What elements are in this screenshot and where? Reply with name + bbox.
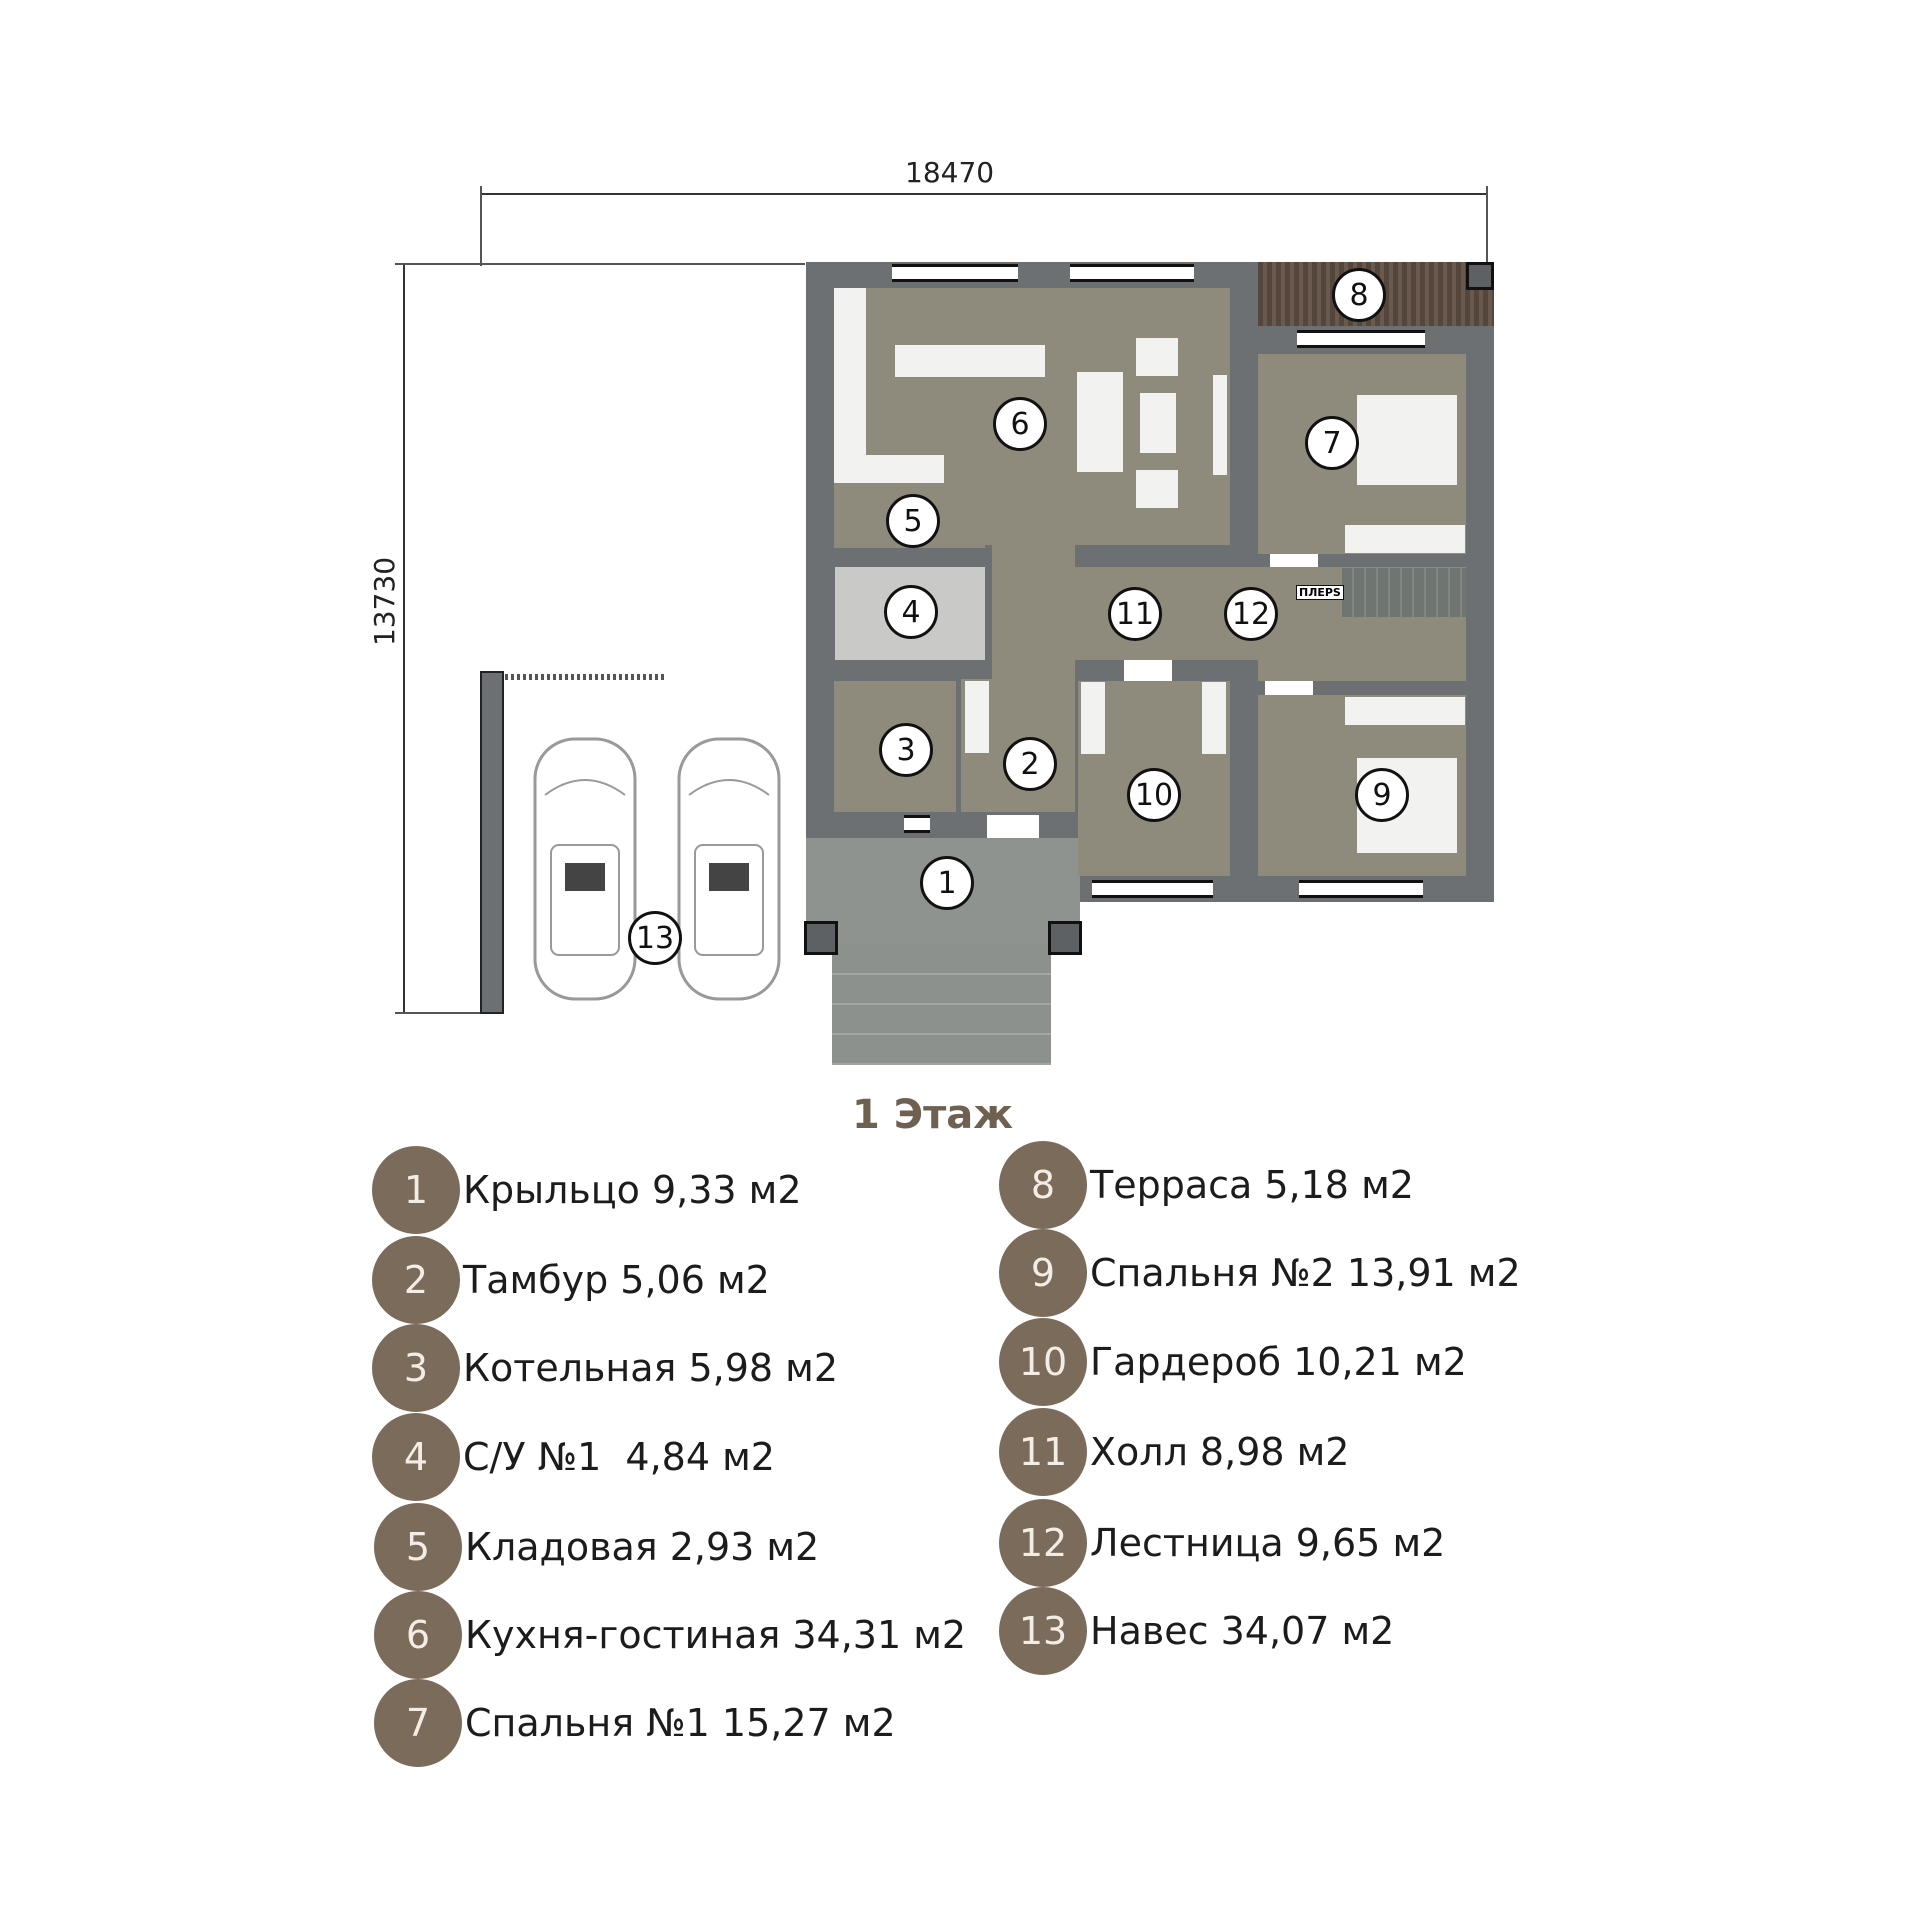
room-number-13: 13 [628,911,682,965]
legend-label: Гардероб 10,21 м2 [1090,1340,1467,1384]
coffee-table [1140,393,1176,453]
stairs [1342,568,1466,617]
legend-label: Холл 8,98 м2 [1090,1430,1350,1474]
sofa [1077,372,1123,472]
legend-label: Терраса 5,18 м2 [1090,1163,1414,1207]
legend-label: Лестница 9,65 м2 [1090,1521,1446,1565]
wardrobe [1081,682,1105,754]
legend-label: Крыльцо 9,33 м2 [463,1168,802,1212]
room-number-9: 9 [1355,768,1409,822]
dimension-tick [395,1012,495,1014]
room-number-10: 10 [1127,768,1181,822]
legend-number: 4 [372,1413,460,1501]
room-number-7: 7 [1305,416,1359,470]
room-number-11: 11 [1108,587,1162,641]
armchair [1136,338,1178,376]
window [1299,880,1423,898]
dimension-tick [1486,186,1488,266]
floor-title: 1 Этаж [852,1092,1014,1138]
porch-column [1048,921,1082,955]
kitchen-counter [834,455,944,483]
legend-number: 10 [999,1318,1087,1406]
room-number-6: 6 [993,397,1047,451]
width-dimension-line [480,193,1488,195]
wardrobe [1202,682,1226,754]
car-icon [533,737,637,1001]
wardrobe [1345,525,1465,553]
legend-label: Кладовая 2,93 м2 [465,1525,820,1569]
door [1270,554,1318,567]
legend-number: 2 [372,1236,460,1324]
room-number-8: 8 [1332,268,1386,322]
legend-label: Спальня №1 15,27 м2 [465,1701,896,1745]
window [1092,880,1213,898]
width-dimension-label: 18470 [905,156,995,189]
legend-label: С/У №1 4,84 м2 [463,1435,775,1479]
height-dimension-line [403,263,405,1014]
window [1070,264,1194,282]
legend-number: 1 [372,1146,460,1234]
dimension-tick [480,186,482,266]
legend-number: 3 [372,1324,460,1412]
carport-wall [480,671,504,1014]
legend-number: 7 [374,1679,462,1767]
legend-label: Спальня №2 13,91 м2 [1090,1251,1521,1295]
wardrobe [1345,697,1465,725]
porch-column [804,921,838,955]
dimension-tick [395,263,805,265]
terrace-column [1466,262,1494,290]
legend-number: 6 [374,1591,462,1679]
legend-number: 12 [999,1499,1087,1587]
room-number-1: 1 [920,856,974,910]
legend-number: 5 [374,1503,462,1591]
door [1124,660,1172,681]
armchair [1136,470,1178,508]
legend-label: Кухня-гостиная 34,31 м2 [465,1613,967,1657]
window [904,815,930,833]
carport-gate [505,674,667,680]
kitchen-counter [834,288,866,478]
car-icon [677,737,781,1001]
legend-label: Навес 34,07 м2 [1090,1609,1395,1653]
door [1265,681,1313,695]
room-number-2: 2 [1003,737,1057,791]
room-number-12: 12 [1224,587,1278,641]
tv-unit [1213,375,1227,475]
legend-number: 11 [999,1408,1087,1496]
legend-number: 13 [999,1587,1087,1675]
window [1297,330,1425,348]
legend-label: Тамбур 5,06 м2 [463,1258,770,1302]
legend-number: 8 [999,1141,1087,1229]
room-number-3: 3 [879,723,933,777]
legend-label: Котельная 5,98 м2 [463,1346,839,1390]
room-number-5: 5 [886,494,940,548]
window [892,264,1018,282]
bed [1357,395,1457,485]
wardrobe [965,681,989,753]
room-number-4: 4 [884,585,938,639]
height-dimension-label: 13730 [368,556,402,647]
porch-steps [832,945,1051,1065]
dining-table [895,345,1045,377]
stair-label: ПЛЕРS [1296,585,1344,600]
legend-number: 9 [999,1229,1087,1317]
entrance-door [987,815,1039,838]
